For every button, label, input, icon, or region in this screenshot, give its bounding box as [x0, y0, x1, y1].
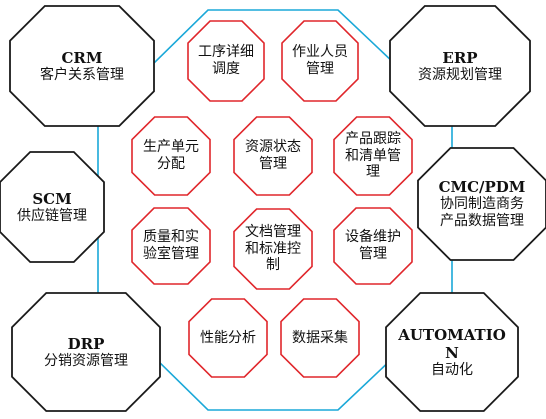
drp-title: DRP [67, 334, 105, 353]
unit-dispatch-label: 生产单元分配 [132, 117, 210, 195]
performance-analysis-octagon [188, 298, 268, 378]
unit-dispatch-line: 生产单元 [143, 139, 199, 156]
personnel-management-label: 作业人员管理 [282, 21, 358, 101]
data-collection-label: 数据采集 [281, 299, 359, 377]
quality-lab-line: 质量和实 [143, 229, 199, 246]
automation-title: AUTOMATIO [398, 325, 506, 344]
automation-title2: N [445, 343, 459, 362]
maintenance-octagon [333, 207, 413, 285]
data-collection-octagon [280, 298, 360, 378]
document-control-octagon [233, 208, 313, 290]
drp-octagon [11, 292, 161, 412]
personnel-management-line: 管理 [306, 61, 334, 77]
unit-dispatch-line: 分配 [157, 156, 185, 172]
resource-status-octagon [233, 116, 313, 196]
maintenance-label: 设备维护管理 [334, 208, 412, 284]
scm-subtitle: 供应链管理 [17, 207, 87, 224]
document-control-line: 和标准控 [245, 240, 301, 257]
crm-title: CRM [61, 48, 103, 67]
quality-lab-octagon [131, 207, 211, 285]
performance-analysis-line: 性能分析 [200, 329, 256, 346]
scm-octagon [0, 151, 105, 263]
crm-subtitle: 客户关系管理 [40, 66, 124, 83]
personnel-management-line: 作业人员 [292, 44, 348, 61]
document-control-line: 文档管理 [245, 223, 301, 240]
resource-status-label: 资源状态管理 [234, 117, 312, 195]
cmc-pdm-octagon [417, 147, 546, 261]
crm-octagon [9, 5, 155, 127]
detailed-scheduling-label: 工序详细调度 [188, 21, 264, 101]
document-control-label: 文档管理和标准控制 [234, 209, 312, 289]
resource-status-line: 管理 [259, 156, 287, 172]
document-control-line: 制 [266, 257, 280, 274]
erp-title: ERP [442, 48, 478, 67]
automation-subtitle: 自动化 [431, 361, 473, 378]
cmc-pdm-title: CMC/PDM [438, 178, 526, 197]
drp-subtitle: 分销资源管理 [44, 352, 128, 369]
product-tracking-line: 产品跟踪 [345, 130, 401, 147]
detailed-scheduling-octagon [187, 20, 265, 102]
product-tracking-line: 和清单管 [345, 147, 401, 164]
product-tracking-octagon [333, 116, 413, 196]
quality-lab-line: 验室管理 [143, 246, 199, 262]
quality-lab-label: 质量和实验室管理 [132, 208, 210, 284]
automation-octagon [385, 292, 519, 412]
personnel-management-octagon [281, 20, 359, 102]
data-collection-line: 数据采集 [292, 329, 348, 346]
erp-octagon [389, 5, 531, 127]
unit-dispatch-octagon [131, 116, 211, 196]
scm-title: SCM [32, 189, 72, 208]
cmc-pdm-subtitle2: 产品数据管理 [440, 213, 524, 229]
erp-subtitle: 资源规划管理 [418, 66, 502, 83]
detailed-scheduling-line: 工序详细 [198, 44, 254, 61]
product-tracking-label: 产品跟踪和清单管理 [334, 117, 412, 195]
cmc-pdm-subtitle: 协同制造商务 [440, 196, 524, 213]
maintenance-line: 管理 [359, 246, 387, 262]
performance-analysis-label: 性能分析 [189, 299, 267, 377]
product-tracking-line: 理 [366, 164, 380, 181]
detailed-scheduling-line: 调度 [212, 61, 240, 77]
maintenance-line: 设备维护 [345, 229, 401, 246]
resource-status-line: 资源状态 [245, 139, 301, 156]
